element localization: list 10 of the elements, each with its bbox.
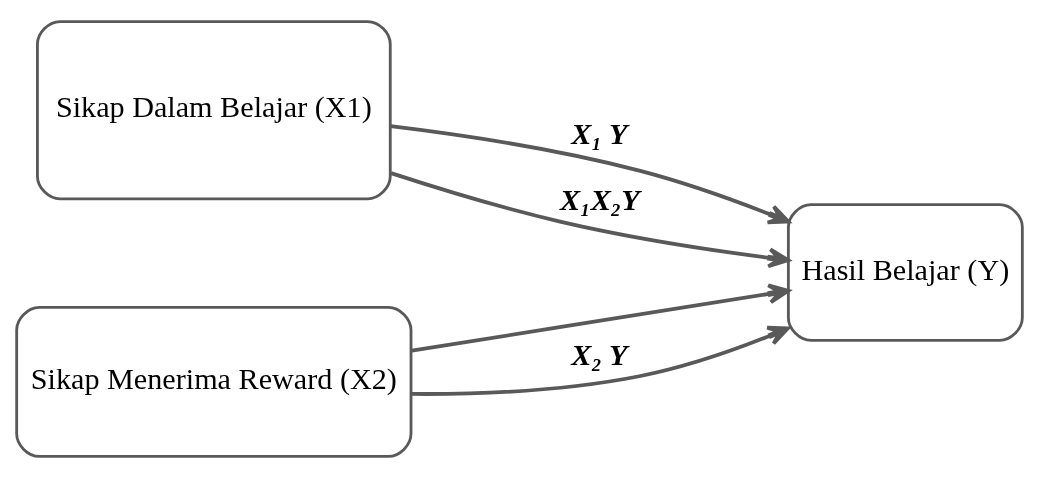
node-box: Hasil Belajar (Y) <box>786 203 1024 342</box>
arrow <box>411 283 791 353</box>
edge-label: X₁ Y <box>571 116 628 151</box>
edge-label: X₂ Y <box>571 337 628 372</box>
node-box: Sikap Dalam Belajar (X1) <box>36 20 392 201</box>
arrow <box>390 171 790 269</box>
edge-label: X₁X₂Y <box>560 182 640 217</box>
arrow <box>411 325 790 396</box>
arrow <box>390 124 791 225</box>
node-box: Sikap Menerima Reward (X2) <box>15 306 413 458</box>
